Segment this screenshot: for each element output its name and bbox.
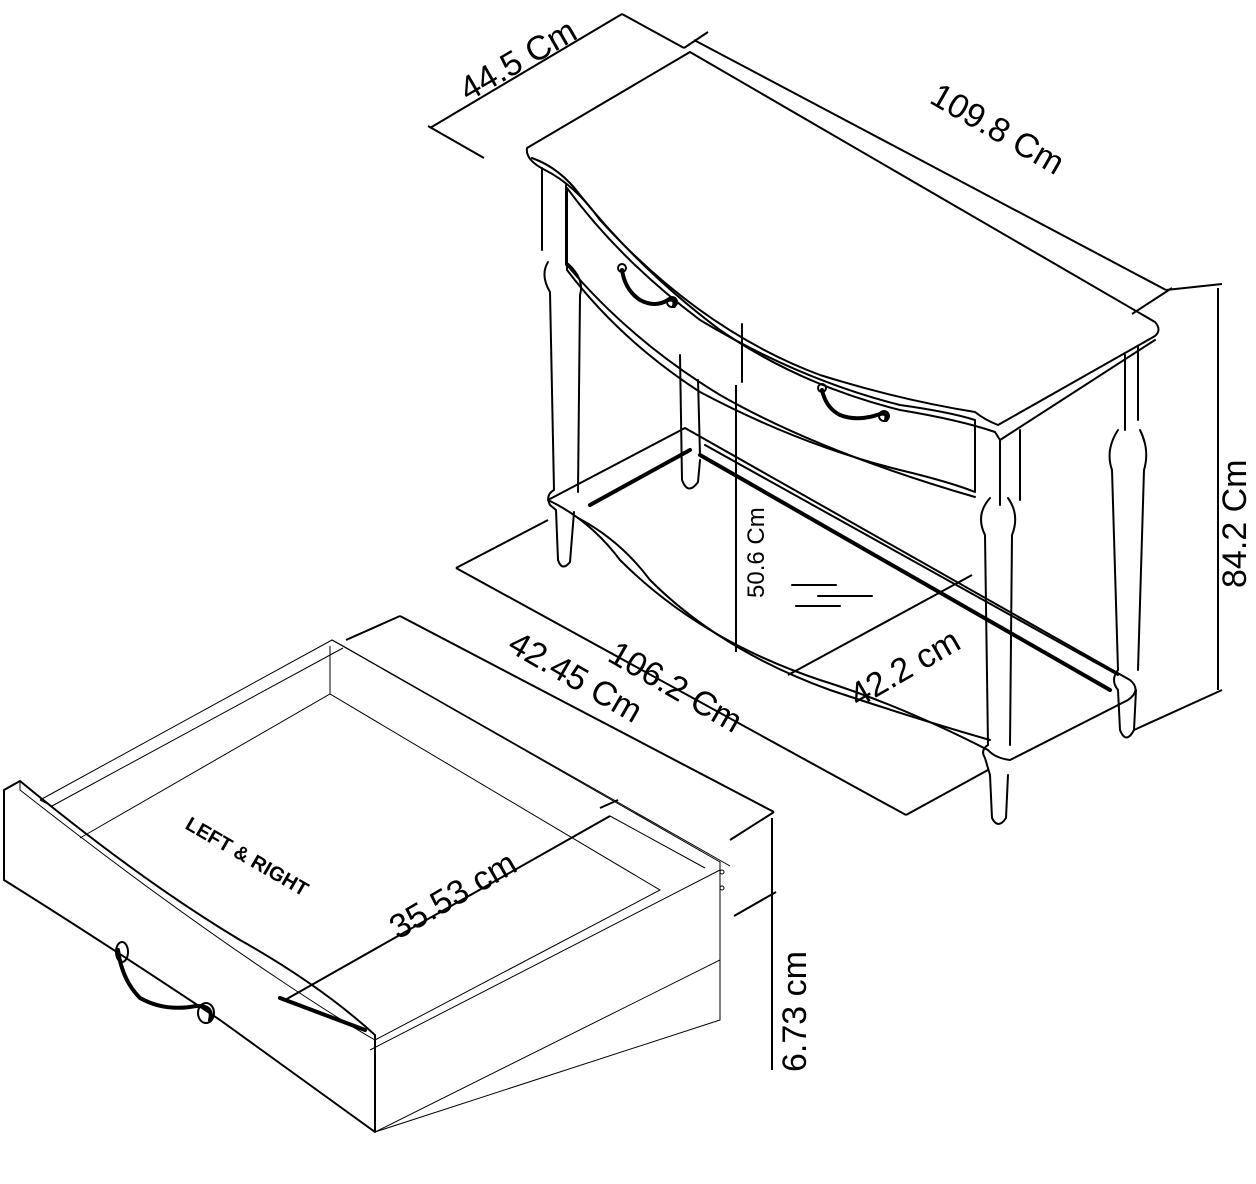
tabletop [525,51,1160,426]
lower-shelf [547,427,1137,761]
drawer-box-inner [79,693,662,1041]
drawer-handle-right-icon [820,388,889,422]
drawer-handle-left-icon [620,268,677,308]
handle-knob [878,410,890,422]
handle-knob [197,1002,215,1024]
drawer-depth-label: 35.53 cm [383,844,523,947]
handle-knob [666,296,678,308]
drawer-note-label: LEFT & RIGHT [182,813,312,901]
table-legs [543,261,1148,825]
drawer-runner [278,996,367,1032]
drawer-handle-icon [116,948,213,1022]
glass-reflection-icon [791,584,873,607]
shelf-height-label: 50.6 Cm [743,507,770,598]
console-table-drawing [525,51,1160,825]
side-panel-right [999,345,1139,506]
tabletop-edge [531,157,1156,441]
table-height-label: 84.2 Cm [1216,460,1254,589]
handle-knob [115,941,129,963]
apron-bottom [566,264,976,498]
side-panel-left [541,167,567,266]
drawer-dimension-lines [284,615,777,1070]
apron-front [566,187,976,493]
table-depth-label: 44.5 Cm [453,12,583,109]
table-width-label: 109.8 Cm [924,76,1071,183]
handle-knob [617,263,627,273]
drawer-height-label: 6.73 cm [776,951,814,1072]
drawer-drawing [3,639,731,1133]
table-dimension-lines [427,13,1223,816]
drawer-screw-hole [719,869,725,875]
drawer-screw-hole [719,885,725,891]
handle-knob [817,383,827,393]
